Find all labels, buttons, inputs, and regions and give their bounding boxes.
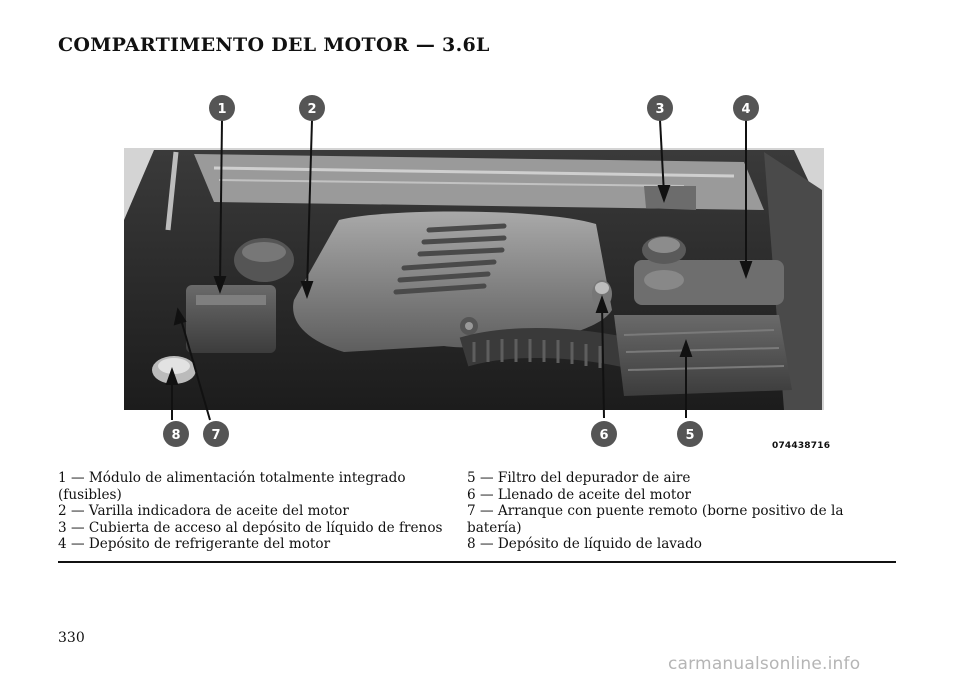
engine-illustration: 1 2 3 4 5 6 7 8 — [124, 95, 824, 447]
svg-text:3: 3 — [655, 102, 664, 117]
legend-left: 1 — Módulo de alimentación totalmente in… — [58, 470, 458, 553]
legend-item: 6 — Llenado de aceite del motor — [467, 486, 692, 503]
callout-5: 5 — [677, 421, 703, 447]
section-divider — [58, 561, 896, 563]
callout-8: 8 — [163, 421, 189, 447]
fuse-box — [186, 285, 276, 353]
legend-item: 3 — Cubierta de acceso al depósito de lí… — [58, 519, 443, 536]
page-number: 330 — [58, 630, 85, 646]
leader-lines — [165, 119, 753, 421]
engine-cover — [293, 211, 612, 352]
legend-right: 5 — Filtro del depurador de aire 6 — Lle… — [467, 470, 887, 553]
callout-3: 3 — [647, 95, 673, 121]
svg-text:6: 6 — [599, 428, 608, 443]
callout-6: 6 — [591, 421, 617, 447]
washer-reservoir — [152, 356, 196, 384]
svg-text:1: 1 — [217, 102, 226, 117]
brake-access-cover — [644, 186, 696, 210]
oil-fill-cap — [592, 280, 612, 308]
coolant-reservoir — [634, 260, 784, 305]
legend-item: 4 — Depósito de refrigerante del motor — [58, 536, 331, 552]
watermark: carmanualsonline.info — [668, 654, 861, 674]
legend-item: 2 — Varilla indicadora de aceite del mot… — [58, 503, 349, 519]
figure-code: 074438716 — [772, 441, 831, 451]
callout-4: 4 — [733, 95, 759, 121]
legend-item: 5 — Filtro del depurador de aire — [467, 470, 691, 486]
left-reservoir — [234, 238, 294, 282]
svg-text:7: 7 — [211, 428, 220, 443]
air-filter-box — [614, 315, 792, 396]
page-title: COMPARTIMENTO DEL MOTOR — 3.6L — [58, 34, 490, 56]
brake-reservoir-cap — [642, 236, 686, 264]
legend-item: 8 — Depósito de líquido de lavado — [467, 536, 702, 552]
callout-2: 2 — [299, 95, 325, 121]
callout-1: 1 — [209, 95, 235, 121]
svg-text:2: 2 — [307, 102, 316, 117]
svg-text:4: 4 — [741, 102, 750, 117]
engine-compartment-figure: 1 2 3 4 5 6 7 8 — [124, 90, 824, 462]
legend-item: 1 — Módulo de alimentación totalmente in… — [58, 470, 406, 503]
svg-text:8: 8 — [171, 428, 180, 443]
callout-7: 7 — [203, 421, 229, 447]
legend-item: 7 — Arranque con puente remoto (borne po… — [467, 503, 844, 536]
svg-text:5: 5 — [685, 428, 694, 443]
